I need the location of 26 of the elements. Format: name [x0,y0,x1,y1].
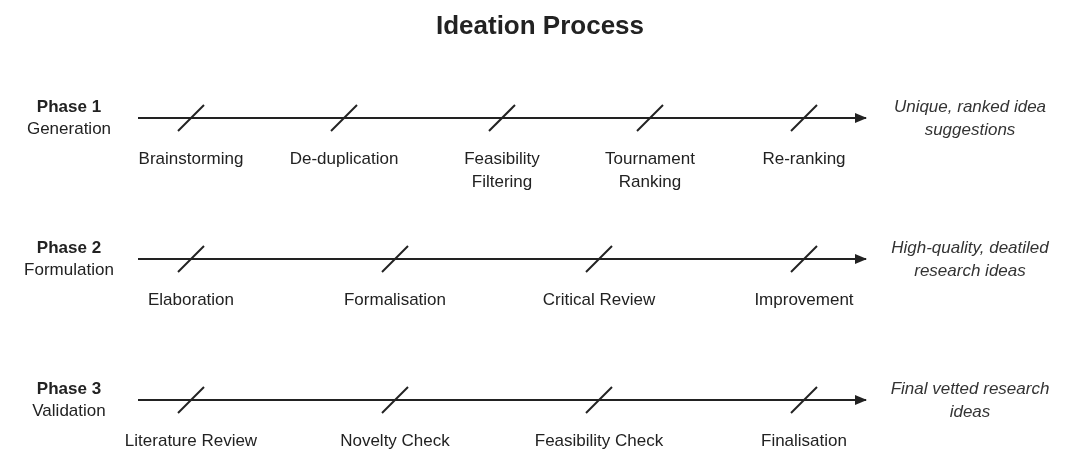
phase-name: Validation [32,400,106,422]
diagram-title: Ideation Process [434,9,646,42]
step-label: Brainstorming [137,148,245,170]
step-label: Re-ranking [761,148,847,170]
step-label: Feasibility Check [533,430,665,452]
step-label: Critical Review [541,289,657,311]
phase-heading: Phase 3 [36,378,102,400]
outcome-text: High-quality, deatiled research ideas [890,237,1050,282]
arrow [137,113,867,123]
step-label: Finalisation [760,430,848,452]
arrow [137,254,867,264]
step-label: Elaboration [147,289,235,311]
step-label: De-duplication [288,148,400,170]
phase-name: Generation [26,118,112,140]
arrow [137,395,867,405]
step-label: Novelty Check [339,430,451,452]
phase-heading: Phase 1 [36,96,102,118]
outcome-text: Final vetted research ideas [889,378,1051,423]
step-label: Improvement [753,289,855,311]
step-label: Formalisation [342,289,447,311]
outcome-text: Unique, ranked idea suggestions [892,96,1048,141]
step-label: Feasibility Filtering [463,148,541,193]
step-label: Literature Review [123,430,259,452]
phase-name: Formulation [24,259,114,281]
step-label: Tournament Ranking [604,148,696,193]
phase-heading: Phase 2 [36,237,102,259]
